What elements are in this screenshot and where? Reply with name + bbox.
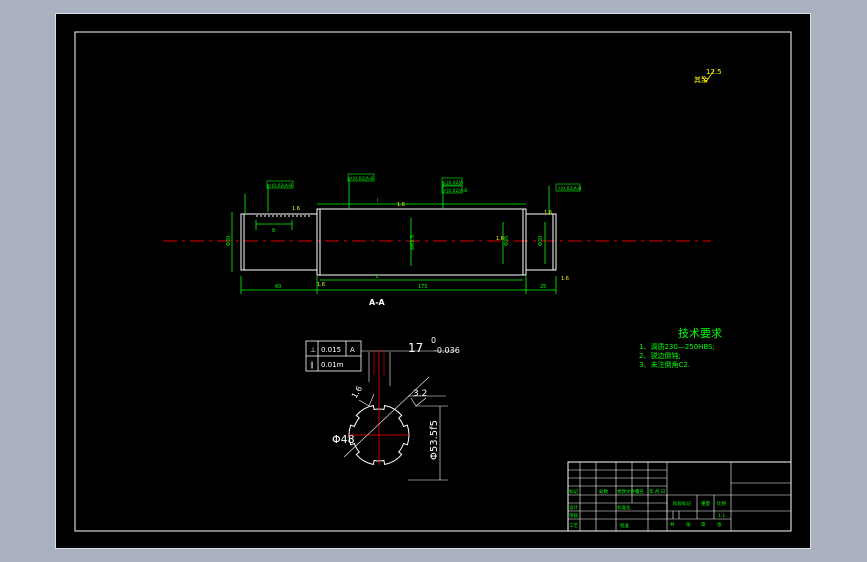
tb-r4-7: 张 <box>717 521 722 528</box>
svg-text:1.6: 1.6 <box>292 206 300 212</box>
tb-r2-0: 设计 <box>569 504 578 511</box>
dim-left-height: Φ30 <box>226 236 232 246</box>
frame-tol-2: 0.01m <box>321 361 344 369</box>
tech-requirements: 技术要求 1、调质230—250HBS; 2、锐边倒钝; 3、未注倒角C2. <box>639 327 722 369</box>
tb-r1-2: 更改文件号 <box>617 488 640 495</box>
len-left: 60 <box>275 284 281 290</box>
len-bottom: L <box>376 274 379 280</box>
drawing-sheet: 12.5 其余 ↗| <box>55 13 811 549</box>
shaft-rough-marks: 1.6 1.6 1.6 1.6 1.6 1.6 <box>292 202 569 288</box>
frame-sym-2: ∥ <box>310 361 314 369</box>
tb-r2-4: 阶段标记 <box>673 500 691 507</box>
corner-roughness-note: 12.5 其余 <box>694 68 722 84</box>
tb-r2-5: 重量 <box>701 500 710 507</box>
tb-r3-6: 1:1 <box>718 513 725 519</box>
dim-right-dia: Φ35 <box>504 236 510 246</box>
dim-main-dia: Φ63.5 <box>410 235 416 250</box>
tech-req-item-1: 1、调质230—250HBS; <box>639 342 715 351</box>
inner-border <box>74 31 792 532</box>
section-label: A-A <box>369 298 386 307</box>
tb-r4-2: 批准 <box>620 522 629 529</box>
tech-req-item-3: 3、未注倒角C2. <box>639 360 690 369</box>
shaft-outline <box>240 208 557 276</box>
tb-r1-1: 处数 <box>599 488 608 495</box>
dim-keyway: 8 <box>272 228 275 234</box>
frame-datum-1: A <box>350 346 355 354</box>
lower-dev: -0.036 <box>434 346 460 355</box>
width-value: 17 <box>408 341 423 355</box>
tol-box-1: ↗|0.02|A-B <box>268 183 292 189</box>
len-mid: 175 <box>418 284 428 290</box>
tb-r4-6: 第 <box>701 521 706 528</box>
svg-text:1.6: 1.6 <box>496 236 504 242</box>
tech-req-title: 技术要求 <box>678 327 722 340</box>
rough-1: 1.6 <box>350 384 364 400</box>
svg-text:1.6: 1.6 <box>317 282 325 288</box>
tol-box-2: ↗|0.02|A-B <box>349 176 373 182</box>
corner-rough-text: 其余 <box>694 75 708 84</box>
shaft-tolerance-frames: ↗|0.02|A-B ↗|0.02|A-B ⊥|0.02|A ↗|0.02|A-… <box>266 173 581 194</box>
spline-feature-frame: ⊥ 0.015 A ∥ 0.01m <box>305 340 362 372</box>
svg-text:1.6: 1.6 <box>544 210 552 216</box>
tol-box-4: ↗|0.02|A-B <box>443 188 467 194</box>
cad-drawing: 12.5 其余 ↗| <box>74 31 792 532</box>
corner-rough-value: 12.5 <box>706 68 722 76</box>
corner-rough-symbol <box>701 69 715 83</box>
len-top: l <box>377 198 378 204</box>
len-right: 25 <box>540 284 546 290</box>
tb-r4-5: 张 <box>686 521 691 528</box>
tb-r3-0: 审核 <box>569 512 578 519</box>
tb-r1-0: 标记 <box>569 488 578 495</box>
tb-r1-3: 签名 <box>635 488 644 495</box>
upper-dev: 0 <box>431 336 436 345</box>
tol-box-5: ↗|0.02|A-B <box>557 186 581 192</box>
tb-r2-6: 比例 <box>717 500 726 507</box>
rough-2: 3.2 <box>413 389 427 399</box>
tol-box-3: ⊥|0.02|A <box>443 180 464 186</box>
svg-text:1.6: 1.6 <box>397 202 405 208</box>
tech-req-item-2: 2、锐边倒钝; <box>639 351 681 360</box>
shaft-dim-text: Φ30 8 Φ63.5 Φ35 Φ30 60 175 25 l L <box>226 198 546 290</box>
svg-text:1.6: 1.6 <box>561 276 569 282</box>
frame-sym-1: ⊥ <box>310 346 316 354</box>
outer-dia: Φ53.5f5 <box>429 420 440 460</box>
frame-tol-1: 0.015 <box>321 346 341 354</box>
shaft-dimensions <box>231 177 557 294</box>
tb-r4-4: 共 <box>670 521 675 528</box>
title-block: 标记 处数 更改文件号 签名 年.月.日 设计 标准化 阶段标记 重量 比例 审… <box>567 461 792 532</box>
tb-r1-4: 年.月.日 <box>649 488 665 495</box>
tb-r4-0: 工艺 <box>569 523 578 529</box>
tb-r2-2: 标准化 <box>617 504 631 511</box>
dim-far-right: Φ30 <box>538 236 544 246</box>
spline-section <box>343 350 430 466</box>
